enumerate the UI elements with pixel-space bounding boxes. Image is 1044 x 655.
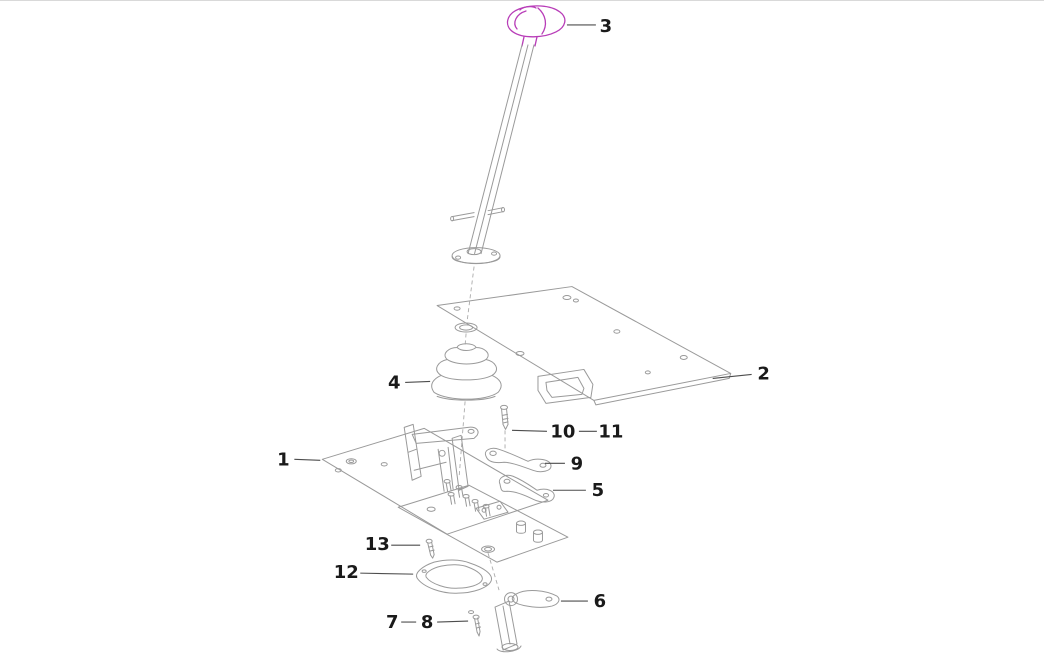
part-number-label-4: 4 xyxy=(388,372,401,393)
leader-line-1 xyxy=(294,458,321,461)
callouts: 3 2 4 10 11 9 5 xyxy=(277,16,770,633)
part-13-screw xyxy=(425,538,435,559)
part-4-shift-boot xyxy=(431,343,502,401)
shift-lever-shaft xyxy=(450,44,535,265)
mount-stud xyxy=(532,529,543,543)
part-number-label-13: 13 xyxy=(365,534,390,555)
callout-1: 1 xyxy=(277,449,321,470)
callout-7-8: 7 8 xyxy=(386,612,469,633)
callout-10-11: 10 11 xyxy=(511,421,623,442)
part-number-label-5: 5 xyxy=(592,480,605,501)
part-number-label-3: 3 xyxy=(600,16,613,37)
part-1-base-plate-assembly xyxy=(321,423,569,563)
part-3-shift-knob xyxy=(506,5,566,47)
assembly-axis-lines xyxy=(458,266,506,591)
lower-plate xyxy=(397,484,569,563)
part-6-lower-lever xyxy=(494,590,560,653)
callout-4: 4 xyxy=(388,372,431,393)
leader-line-4 xyxy=(405,380,431,383)
part-9-lever-link xyxy=(484,447,552,473)
callout-5: 5 xyxy=(552,480,605,501)
leader-line-10 xyxy=(511,429,547,432)
part-number-label-11: 11 xyxy=(598,421,623,442)
part-10-bolt xyxy=(500,404,509,430)
shaft-cross-pin xyxy=(450,206,506,222)
part-number-label-2: 2 xyxy=(757,363,770,384)
part-number-label-1: 1 xyxy=(277,449,290,470)
callout-6: 6 xyxy=(560,591,607,612)
part-number-label-8: 8 xyxy=(421,612,434,633)
part-number-label-9: 9 xyxy=(571,453,584,474)
callout-3: 3 xyxy=(566,16,613,37)
callout-2: 2 xyxy=(712,363,770,384)
part-2-mounting-panel xyxy=(436,286,732,406)
part-7-8-bolts xyxy=(468,610,482,637)
stud-bolt-cluster xyxy=(443,478,509,520)
part-5-lever-link xyxy=(498,474,555,503)
callout-13: 13 xyxy=(365,534,421,555)
leader-line-2 xyxy=(712,373,752,379)
leader-line-8 xyxy=(437,620,469,623)
part-number-label-12: 12 xyxy=(334,562,359,583)
part-12-gasket xyxy=(416,559,492,594)
shaft-base-flange xyxy=(451,247,501,265)
leader-line-12 xyxy=(360,572,414,575)
mount-stud xyxy=(516,520,526,534)
part-number-label-7: 7 xyxy=(386,612,399,633)
panel-duct-opening xyxy=(537,368,594,404)
part-number-label-6: 6 xyxy=(594,591,607,612)
lever-support-bracket xyxy=(403,423,479,492)
callout-9: 9 xyxy=(544,453,584,474)
callout-12: 12 xyxy=(334,562,414,583)
part-number-label-10: 10 xyxy=(550,421,575,442)
